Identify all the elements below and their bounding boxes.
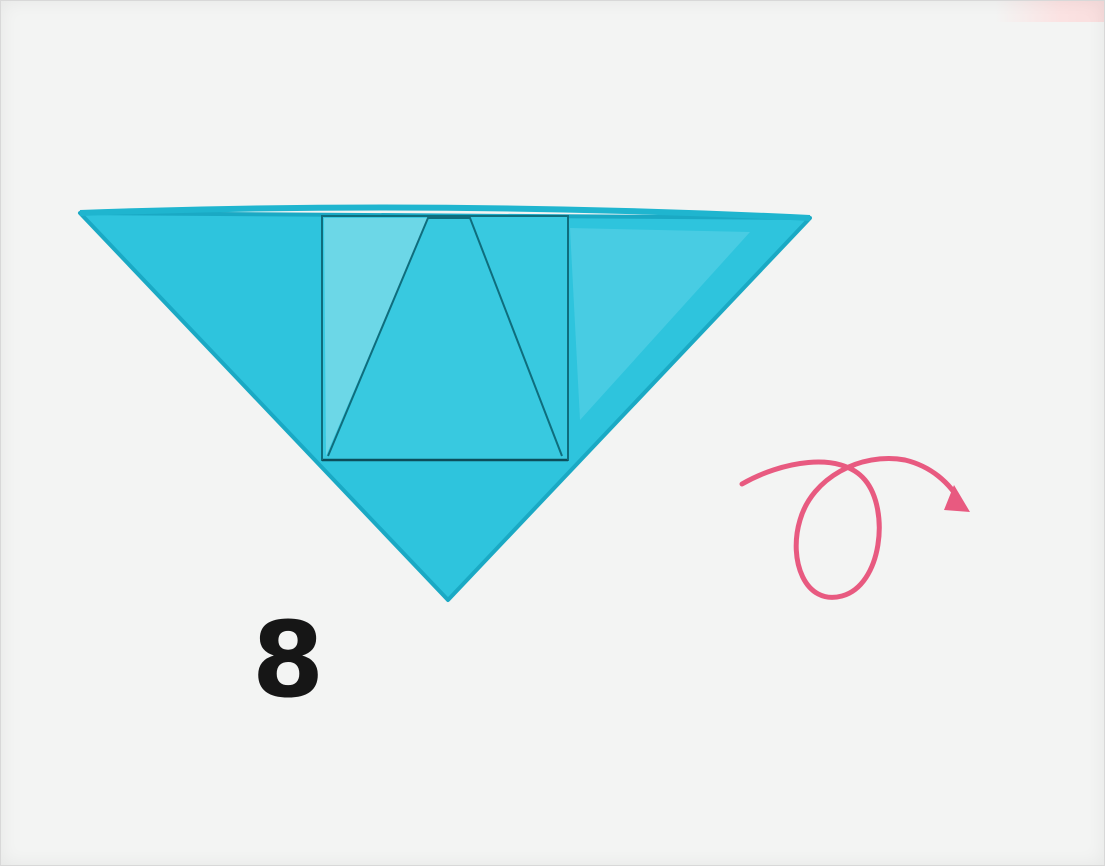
step-number: 8 bbox=[248, 608, 328, 712]
turn-over-arrow-icon bbox=[742, 459, 970, 598]
folded-model bbox=[80, 208, 810, 600]
right-light-strip bbox=[570, 228, 750, 420]
